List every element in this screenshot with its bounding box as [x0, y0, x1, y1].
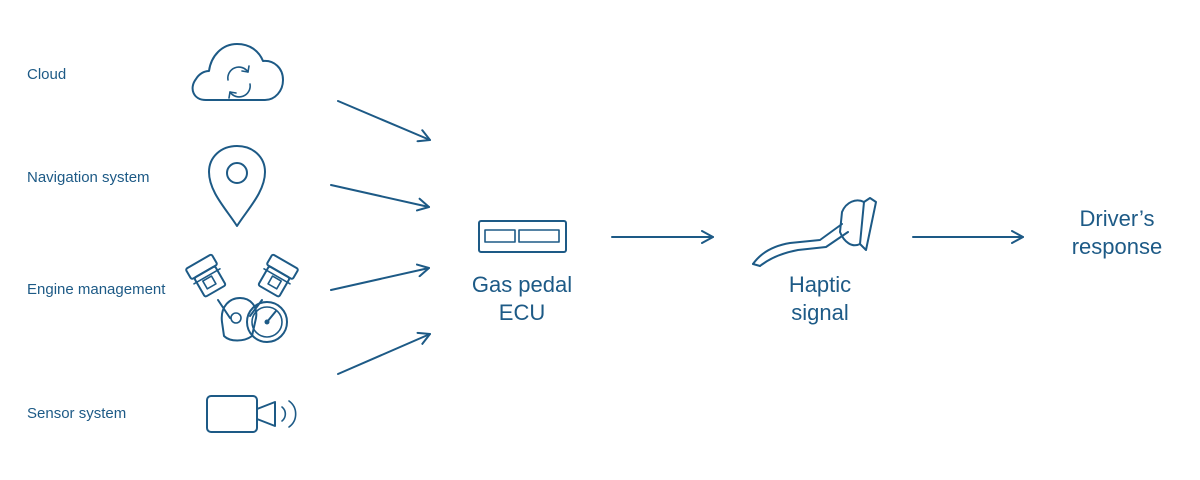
label-haptic-signal: Haptic signal: [760, 271, 880, 327]
arrow-cloud-to-ecu: [337, 100, 431, 143]
cloud-sync-icon: [191, 43, 284, 101]
label-drivers-response-line2: response: [1071, 234, 1163, 259]
engine-pistons-icon: [185, 253, 299, 343]
label-navigation-system: Navigation system: [27, 169, 150, 186]
map-pin-icon: [208, 145, 266, 227]
arrow-engine-to-ecu: [330, 263, 430, 291]
arrow-sensor-to-ecu: [337, 331, 431, 375]
ecu-module-icon: [478, 220, 567, 253]
label-haptic-signal-line2: signal: [791, 300, 849, 325]
camera-sensor-icon: [206, 395, 297, 433]
label-engine-management: Engine management: [27, 281, 166, 298]
label-haptic-signal-line1: Haptic: [788, 272, 852, 297]
label-gas-pedal-ecu: Gas pedal ECU: [452, 271, 592, 327]
label-gas-pedal-ecu-line1: Gas pedal: [471, 272, 573, 297]
arrow-nav-to-ecu: [330, 184, 430, 212]
label-drivers-response-line1: Driver’s: [1079, 206, 1155, 231]
label-cloud: Cloud: [27, 66, 67, 83]
label-sensor-system: Sensor system: [27, 405, 127, 422]
label-gas-pedal-ecu-line2: ECU: [498, 300, 546, 325]
label-drivers-response: Driver’s response: [1052, 205, 1182, 261]
gas-pedal-icon: [752, 197, 877, 267]
